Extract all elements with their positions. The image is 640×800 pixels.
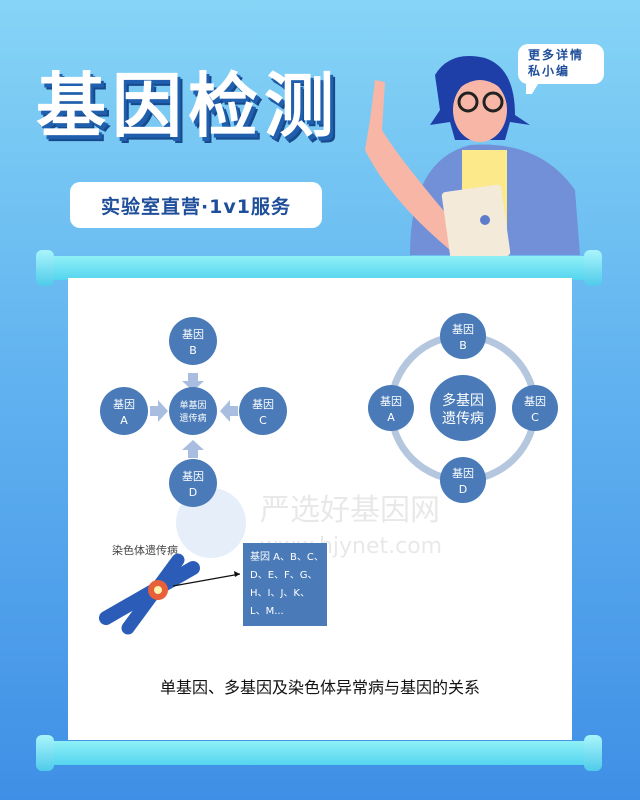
arrow-icon [220,400,238,422]
gene-list-box [243,543,327,626]
multi-center-node [430,375,496,441]
node-label: 基因 [182,328,204,341]
watermark-name: 严选好基因网 [260,493,440,528]
bubble-line-2: 私小编 [528,64,571,78]
node-label: B [189,344,197,357]
node-label: A [387,411,395,424]
arrow-icon [150,400,168,422]
gene-relationship-diagram: 严选好基因网 www.hjynet.com 单基因 遗传病 基因A 基因B 基因… [99,313,558,635]
chromosome-label: 染色体遗传病 [112,543,178,557]
gene-list-line: 基因 A、B、C、 [250,550,324,563]
node-label: 基因 [182,470,204,483]
bubble-line-1: 更多详情 [528,48,585,62]
node-label: 基因 [252,398,274,411]
single-center-label: 单基因 [179,399,206,411]
node-label: C [531,411,539,424]
single-gene-diagram [150,373,238,458]
chromosome-icon [99,553,200,635]
scroll-rod-top [36,250,602,286]
scroll-rod-bottom [36,735,602,771]
single-center-label: 遗传病 [179,412,206,424]
node-label: B [459,339,467,352]
arrow-icon [182,373,204,391]
node-label: D [189,486,197,499]
gene-list-line: H、I、J、K、 [250,588,310,599]
pointer-arrow [172,573,241,587]
node-label: 基因 [524,395,546,408]
node-label: D [459,483,467,496]
node-label: 基因 [113,398,135,411]
node-label: 基因 [380,395,402,408]
gene-list-line: D、E、F、G、 [250,570,318,581]
single-center-node [169,387,217,435]
multi-center-label: 多基因 [442,392,484,409]
speech-bubble: 更多详情 私小编 [518,44,604,94]
cartoon-woman-illustration [365,56,580,260]
gene-list-line: L、M... [250,606,284,617]
node-label: C [259,414,267,427]
multi-center-label: 遗传病 [442,411,484,427]
node-label: A [120,414,128,427]
node-label: 基因 [452,323,474,336]
node-label: 基因 [452,467,474,480]
service-tagline: 实验室直营·1v1服务 [70,182,322,228]
page-title: 基因检测 [36,65,340,147]
arrow-icon [182,440,204,458]
diagram-caption: 单基因、多基因及染色体异常病与基因的关系 [159,678,480,697]
